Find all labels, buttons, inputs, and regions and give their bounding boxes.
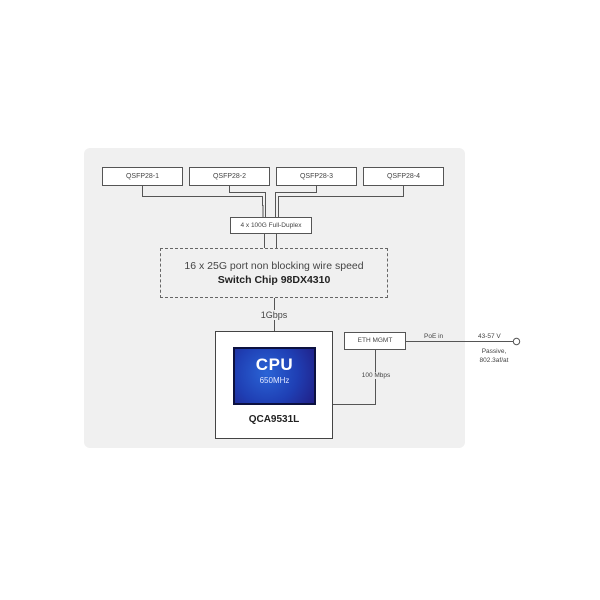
port-qsfp28-2: QSFP28-2	[189, 167, 270, 186]
uplink-speed-label: 1Gbps	[256, 310, 292, 320]
cpu-model: QCA9531L	[248, 414, 300, 425]
mgmt-link-speed-label: 100 Mbps	[354, 372, 398, 379]
voltage-label: 43-57 V	[478, 333, 501, 340]
eth-mgmt-box: ETH MGMT	[344, 332, 406, 350]
poe-jack-icon	[512, 337, 521, 346]
switch-chip-box: 16 x 25G port non blocking wire speed Sw…	[160, 248, 388, 298]
poe-standard-label: Passive, 802.3af/at	[470, 347, 518, 365]
cpu-box: CPU 650MHz QCA9531L	[215, 331, 333, 439]
switch-description: 16 x 25G port non blocking wire speed	[184, 260, 364, 272]
passive-line1: Passive,	[481, 348, 507, 355]
passive-line2: 802.3af/at	[479, 357, 509, 364]
cpu-chip: CPU 650MHz	[233, 347, 316, 405]
poe-in-label: PoE in	[424, 333, 444, 340]
port-qsfp28-1: QSFP28-1	[102, 167, 183, 186]
cpu-title: CPU	[255, 355, 294, 374]
port-qsfp28-4: QSFP28-4	[363, 167, 444, 186]
switch-chip-name: Switch Chip 98DX4310	[217, 274, 331, 286]
port-qsfp28-3: QSFP28-3	[276, 167, 357, 186]
duplex-box: 4 x 100G Full-Duplex	[230, 217, 312, 234]
cpu-frequency: 650MHz	[259, 376, 290, 385]
